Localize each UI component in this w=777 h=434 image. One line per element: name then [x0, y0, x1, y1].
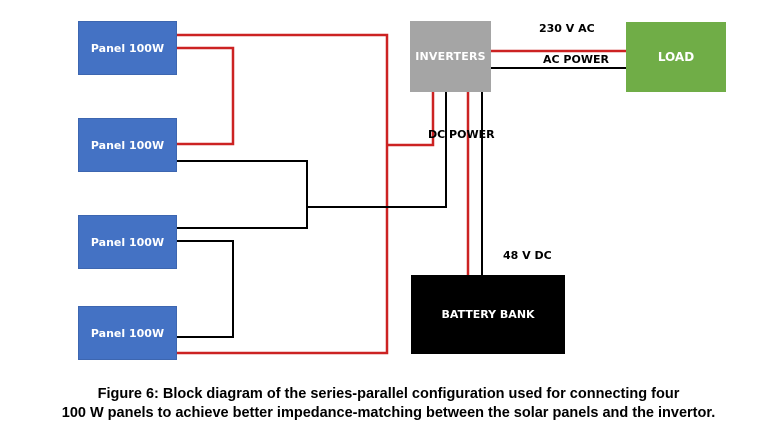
- panel-1: Panel 100W: [78, 21, 177, 75]
- panel-4-label: Panel 100W: [90, 326, 165, 340]
- wire-junction-to-inverter-negative: [307, 92, 447, 208]
- ac-power-label: AC POWER: [543, 53, 609, 66]
- panel-2: Panel 100W: [78, 118, 177, 172]
- panel-4: Panel 100W: [78, 306, 177, 360]
- wire-panel3-to-panel4-negative: [177, 240, 234, 338]
- wire-bus-to-inverter-positive: [387, 92, 435, 147]
- dc-power-label: DC POWER: [428, 128, 495, 141]
- dc-voltage-label: 48 V DC: [503, 249, 552, 262]
- battery-bank-block: BATTERY BANK: [411, 275, 565, 354]
- ac-voltage-label: 230 V AC: [539, 22, 595, 35]
- load-block: LOAD: [626, 22, 726, 92]
- panel-3: Panel 100W: [78, 215, 177, 269]
- panel-1-label: Panel 100W: [90, 41, 165, 55]
- load-label: LOAD: [657, 50, 695, 64]
- battery-label: BATTERY BANK: [441, 308, 535, 321]
- panel-2-label: Panel 100W: [90, 138, 165, 152]
- figure-caption-line-1: Figure 6: Block diagram of the series-pa…: [97, 386, 680, 402]
- inverter-label: INVERTERS: [415, 50, 486, 63]
- wire-panel2-to-panel3-negative: [177, 160, 308, 229]
- wire-panel1-to-bus-positive: [177, 33, 389, 355]
- panel-3-label: Panel 100W: [90, 235, 165, 249]
- figure-caption-line-2: 100 W panels to achieve better impedance…: [61, 405, 716, 421]
- inverter-block: INVERTERS: [410, 21, 491, 92]
- wire-panel1-to-panel2-positive: [177, 46, 235, 146]
